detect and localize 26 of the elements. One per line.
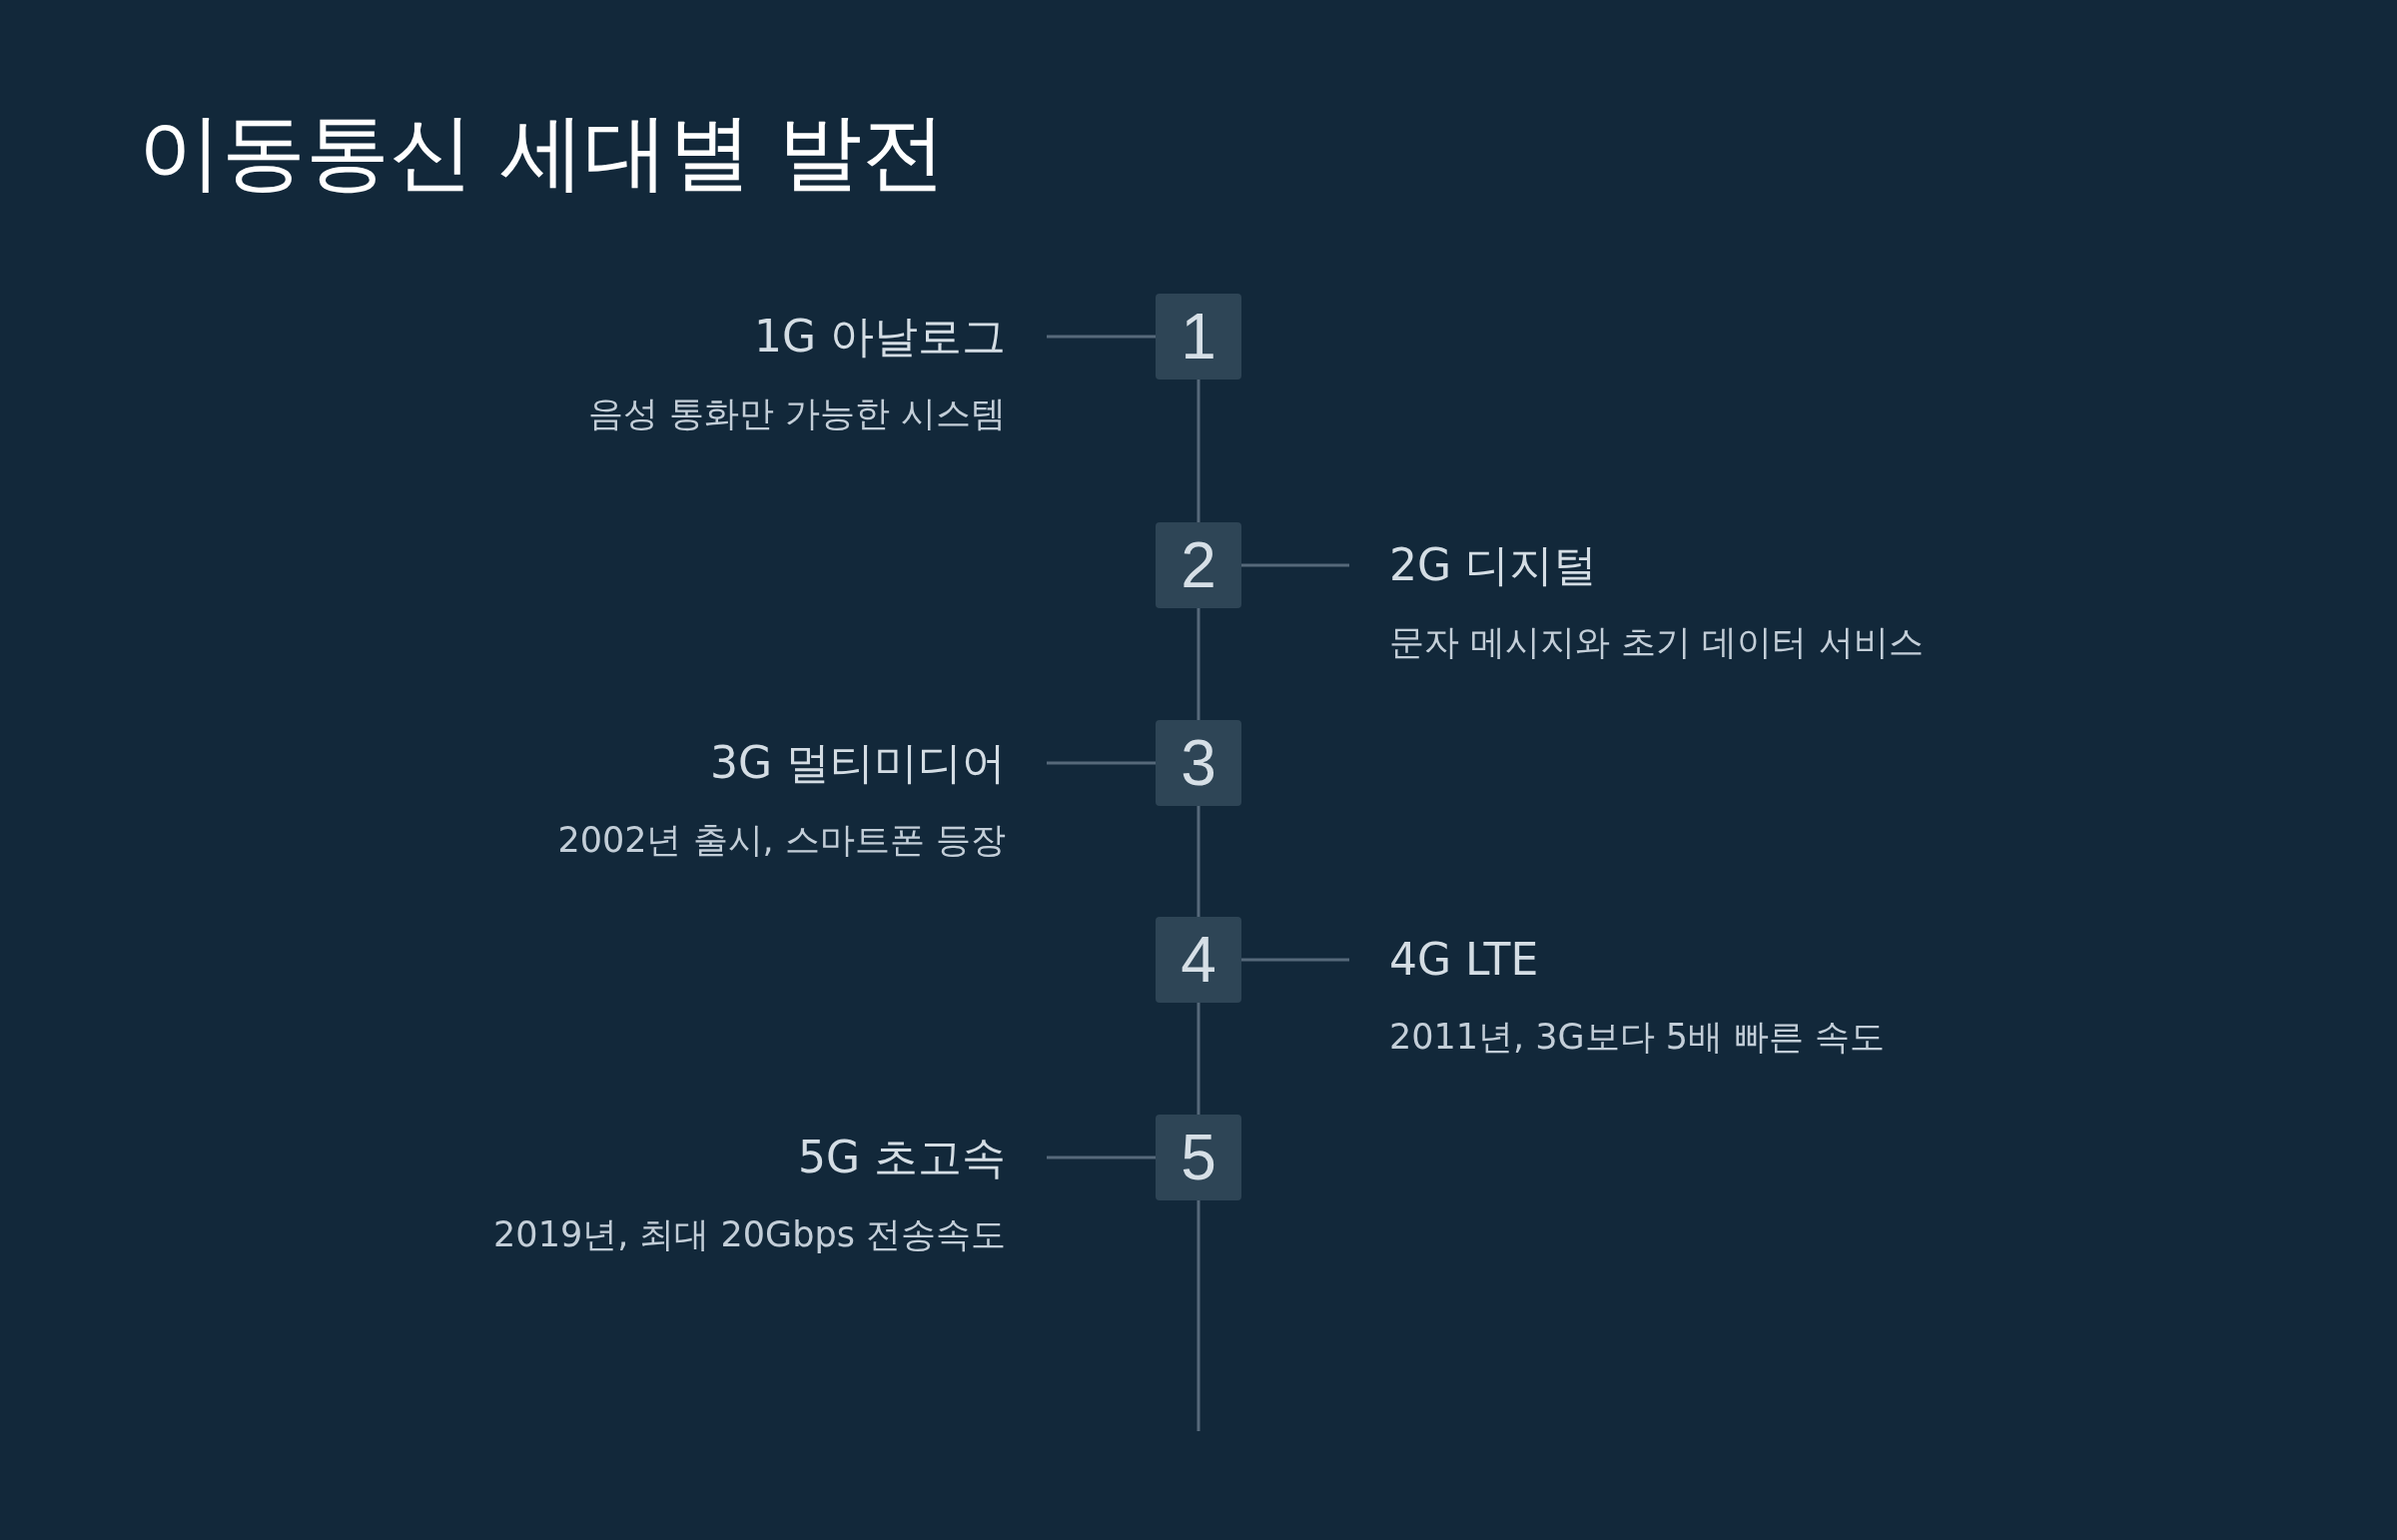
connector-line bbox=[1047, 335, 1156, 339]
timeline-line bbox=[1197, 608, 1200, 720]
title: 이동통신 세대별 발전 bbox=[138, 102, 947, 202]
connector-line bbox=[1047, 1155, 1156, 1159]
generation-heading: 5G 초고속 bbox=[797, 1131, 1006, 1184]
generation-heading: 1G 아날로그 bbox=[753, 310, 1006, 364]
generation-heading: 2G 디지털 bbox=[1389, 538, 1598, 592]
generation-description: 2019년, 최대 20Gbps 전송속도 bbox=[493, 1213, 1006, 1256]
generation-description: 음성 통화만 가능한 시스템 bbox=[587, 392, 1006, 435]
generation-description: 2002년 출시, 스마트폰 등장 bbox=[557, 819, 1006, 862]
timeline-line bbox=[1197, 806, 1200, 917]
generation-heading: 4G LTE bbox=[1389, 933, 1539, 987]
number-box: 5 bbox=[1156, 1115, 1241, 1200]
number-box: 3 bbox=[1156, 720, 1241, 806]
timeline-line bbox=[1197, 1200, 1200, 1431]
timeline-line bbox=[1197, 1003, 1200, 1115]
generation-description: 문자 메시지와 초기 데이터 서비스 bbox=[1389, 621, 1924, 664]
connector-line bbox=[1241, 563, 1349, 567]
connector-line bbox=[1047, 761, 1156, 765]
number-box: 2 bbox=[1156, 522, 1241, 608]
generation-description: 2011년, 3G보다 5배 빠른 속도 bbox=[1389, 1016, 1886, 1059]
number-box: 1 bbox=[1156, 294, 1241, 380]
connector-line bbox=[1241, 958, 1349, 962]
number-box: 4 bbox=[1156, 917, 1241, 1003]
timeline-line bbox=[1197, 380, 1200, 522]
generation-heading: 3G 멀티미디어 bbox=[709, 736, 1006, 790]
